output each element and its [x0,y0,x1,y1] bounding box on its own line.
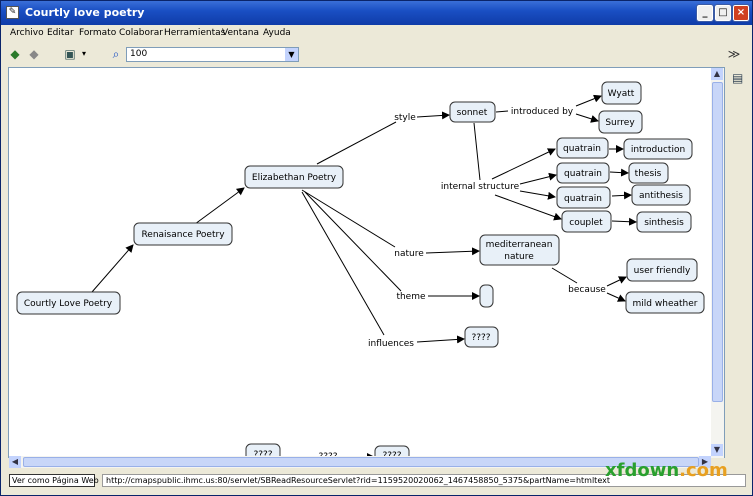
node-wyatt[interactable]: Wyatt [608,89,635,99]
window-title: Courtly love poetry [25,6,145,19]
node-unknown-3[interactable]: ???? [382,451,401,458]
side-panel: ▤ [728,67,752,457]
link-internal-structure[interactable]: internal structure [441,182,520,192]
node-couplet-box [561,210,612,233]
menu-archivo[interactable]: Archivo [10,28,44,38]
node-unknown-2[interactable]: ???? [253,450,272,458]
menu-ayuda[interactable]: Ayuda [263,28,291,38]
cmap-app-icon: ✎ [6,6,19,19]
node-quatrain-2[interactable]: quatrain [564,169,602,179]
node-thesis-box [628,162,669,184]
view-as-web-page-button[interactable]: Ver como Página Web [9,474,99,487]
node-thesis[interactable]: thesis [635,169,662,179]
concept-map-canvas[interactable]: Courtly Love Poetry Renaisance Poetry El… [8,67,725,458]
horizontal-scroll-thumb[interactable] [23,457,699,467]
link-unknown[interactable]: ???? [318,452,337,458]
collapse-sidebar-icon[interactable]: ≫ [727,47,741,61]
connections [91,94,637,457]
maximize-button[interactable]: □ [714,4,732,22]
close-button[interactable]: × [732,4,750,22]
back-arrow-icon[interactable]: ◆ [10,47,20,61]
link-labels: style introduced by internal structure n… [318,107,606,458]
node-quatrain-3-box [556,186,611,209]
node-quatrain-2-box [556,162,610,184]
node-unknown-2-box [245,443,281,457]
node-sinthesis-box [636,211,692,233]
node-sinthesis[interactable]: sinthesis [644,218,684,228]
history-dropdown-icon[interactable]: ▾ [81,49,86,58]
node-unknown-3-box [374,445,410,457]
menu-colaborar[interactable]: Colaborar [119,28,163,38]
menu-bar: Archivo Editar Formato Colaborar Herrami… [1,25,752,41]
node-courtly-love-poetry-box [16,291,121,315]
toolbar: ◆ ◆ ▣ ▾ ⌕ ≫ [1,42,752,66]
node-introduction-box [623,138,693,160]
node-quatrain-1-box [556,137,609,159]
node-mild-wheather[interactable]: mild wheather [633,299,698,309]
link-style[interactable]: style [394,113,416,123]
scroll-up-icon[interactable]: ▲ [711,68,723,80]
node-elizabethan-poetry-box [244,165,344,189]
node-surrey[interactable]: Surrey [605,118,635,128]
zoom-select[interactable]: 100 ▼ [126,47,299,62]
menu-ventana[interactable]: Ventana [222,28,259,38]
menu-formato[interactable]: Formato [79,28,117,38]
zoom-value: 100 [130,49,148,59]
node-unknown-1-box [464,326,499,348]
node-antithesis[interactable]: antithesis [639,191,683,201]
concept-nodes [16,81,705,457]
node-sonnet[interactable]: sonnet [457,108,488,118]
node-quatrain-1[interactable]: quatrain [563,144,601,154]
status-bar: Ver como Página Web http://cmapspublic.i… [1,471,752,491]
link-influences[interactable]: influences [368,339,414,349]
node-user-friendly-box [626,258,698,282]
menu-herramientas[interactable]: Herramientas [164,28,226,38]
site-watermark: xfdown.com [605,460,728,481]
node-elizabethan-poetry[interactable]: Elizabethan Poetry [252,173,337,183]
node-quatrain-3[interactable]: quatrain [564,194,602,204]
minimize-button[interactable]: _ [696,4,714,22]
link-theme[interactable]: theme [396,292,426,302]
node-couplet[interactable]: couplet [569,218,603,228]
node-mild-wheather-box [625,291,705,314]
scroll-down-icon[interactable]: ▼ [711,444,723,456]
scroll-left-icon[interactable]: ◀ [9,456,21,468]
node-renaisance-poetry[interactable]: Renaisance Poetry [141,230,225,240]
vertical-scroll-thumb[interactable] [712,82,723,402]
history-icon[interactable]: ▣ [64,47,76,61]
node-user-friendly[interactable]: user friendly [634,266,691,276]
forward-arrow-icon[interactable]: ◆ [29,47,39,61]
scroll-right-icon[interactable]: ▶ [699,456,711,468]
node-introduction[interactable]: introduction [631,145,685,155]
link-introduced-by[interactable]: introduced by [511,107,574,117]
title-bar[interactable]: ✎ Courtly love poetry _ □ × [1,1,752,25]
chevron-down-icon[interactable]: ▼ [285,48,298,61]
zoom-magnifier-icon[interactable]: ⌕ [112,47,120,61]
node-sonnet-box [449,101,496,123]
node-mediterranean-line2[interactable]: nature [504,252,534,262]
concept-map: Courtly Love Poetry Renaisance Poetry El… [16,81,705,458]
concept-labels: Courtly Love Poetry Renaisance Poetry El… [24,89,698,458]
node-antithesis-box [631,184,691,206]
resource-url: http://cmapspublic.ihmc.us:80/servlet/SB… [102,474,746,487]
node-unknown-1[interactable]: ???? [471,333,490,343]
node-courtly-love-poetry[interactable]: Courtly Love Poetry [24,299,113,309]
link-because[interactable]: because [568,285,606,295]
node-renaisance-poetry-box [133,222,233,246]
horizontal-scrollbar[interactable]: ◀ ▶ [9,456,711,468]
link-nature[interactable]: nature [394,249,424,259]
node-mediterranean-line1[interactable]: mediterranean [486,240,553,250]
node-wyatt-box [601,81,642,105]
node-mediterranean-nature-box [479,234,560,266]
menu-editar[interactable]: Editar [47,28,74,38]
vertical-scrollbar[interactable]: ▲ ▼ [711,68,724,458]
node-surrey-box [598,110,643,134]
notes-icon[interactable]: ▤ [732,71,744,85]
node-empty-box [479,284,494,308]
